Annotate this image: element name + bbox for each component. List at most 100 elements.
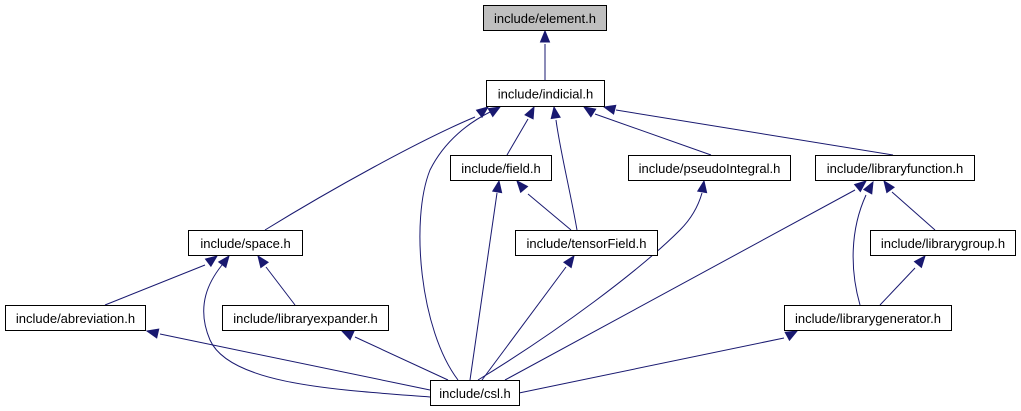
edge-line xyxy=(891,191,936,231)
edge-librarygroup-to-libraryfunction xyxy=(883,179,936,231)
node-label[interactable]: include/space.h xyxy=(200,236,290,251)
edge-line xyxy=(265,266,296,306)
node-label[interactable]: include/pseudoIntegral.h xyxy=(639,161,781,176)
node-box[interactable] xyxy=(784,305,952,331)
arrowhead-icon xyxy=(475,106,490,119)
edge-tensorField-to-field xyxy=(516,179,572,231)
node-label[interactable]: include/csl.h xyxy=(439,386,511,401)
node-element: include/element.h xyxy=(483,5,607,31)
node-label[interactable]: include/libraryfunction.h xyxy=(827,161,964,176)
node-label[interactable]: include/libraryexpander.h xyxy=(233,311,378,326)
edge-tensorField-to-indicial xyxy=(550,105,578,231)
edge-csl-to-pseudoIntegral xyxy=(477,179,708,381)
node-abreviation[interactable]: include/abreviation.h xyxy=(5,305,146,331)
node-label: include/element.h xyxy=(494,11,596,26)
edge-csl-to-space xyxy=(203,254,431,398)
node-box[interactable] xyxy=(815,155,975,181)
node-label[interactable]: include/abreviation.h xyxy=(16,311,135,326)
edge-line xyxy=(354,336,449,381)
edge-abreviation-to-space xyxy=(104,255,219,306)
arrowhead-icon xyxy=(913,254,926,269)
node-box[interactable] xyxy=(5,305,146,331)
node-box[interactable] xyxy=(430,380,520,406)
node-space[interactable]: include/space.h xyxy=(188,230,303,256)
arrowhead-icon xyxy=(883,179,896,194)
node-box[interactable] xyxy=(486,80,605,107)
arrowhead-icon xyxy=(204,255,219,268)
node-label[interactable]: include/field.h xyxy=(461,161,541,176)
node-indicial[interactable]: include/indicial.h xyxy=(486,80,605,107)
node-box[interactable] xyxy=(188,230,303,256)
edge-line xyxy=(469,192,498,381)
arrowhead-icon xyxy=(217,254,230,269)
node-librarygenerator[interactable]: include/librarygenerator.h xyxy=(784,305,952,331)
edge-line xyxy=(481,266,567,381)
edge-line xyxy=(506,118,529,156)
arrowhead-icon xyxy=(602,104,617,115)
edge-libraryfunction-to-indicial xyxy=(602,104,894,156)
arrowhead-icon xyxy=(491,179,503,194)
node-tensorField[interactable]: include/tensorField.h xyxy=(515,230,658,256)
edge-librarygenerator-to-librarygroup xyxy=(879,254,926,306)
node-box xyxy=(483,5,607,31)
arrowhead-icon xyxy=(257,254,270,269)
edge-csl-to-librarygenerator xyxy=(518,330,799,394)
arrowhead-icon xyxy=(487,106,502,118)
arrowhead-icon xyxy=(862,180,874,195)
edge-csl-to-indicial xyxy=(419,106,502,381)
edge-pseudoIntegral-to-indicial xyxy=(582,106,712,156)
node-label[interactable]: include/librarygenerator.h xyxy=(795,311,941,326)
edge-csl-to-libraryexpander xyxy=(340,330,449,381)
arrowhead-icon xyxy=(784,330,799,342)
edge-line xyxy=(518,337,785,394)
edge-space-to-indicial xyxy=(264,106,490,231)
arrowhead-icon xyxy=(853,180,868,193)
edge-line xyxy=(477,192,703,381)
node-label[interactable]: include/tensorField.h xyxy=(527,236,647,251)
edge-line xyxy=(527,193,572,231)
edge-line xyxy=(555,119,578,231)
edge-line xyxy=(879,267,916,306)
arrowhead-icon xyxy=(340,330,355,341)
edge-line xyxy=(504,189,856,381)
edge-line xyxy=(852,194,867,306)
node-libraryexpander[interactable]: include/libraryexpander.h xyxy=(222,305,389,331)
node-box[interactable] xyxy=(515,230,658,256)
edge-librarygenerator-to-libraryfunction xyxy=(852,180,874,306)
arrowhead-icon xyxy=(696,179,708,194)
arrowhead-icon xyxy=(562,254,575,269)
node-label[interactable]: include/indicial.h xyxy=(498,87,593,102)
node-librarygroup[interactable]: include/librarygroup.h xyxy=(870,230,1016,256)
node-csl[interactable]: include/csl.h xyxy=(430,380,520,406)
edge-line xyxy=(104,264,206,306)
arrowhead-icon xyxy=(516,179,529,194)
edge-indicial-to-element xyxy=(539,29,551,80)
edge-line xyxy=(159,333,431,391)
node-box[interactable] xyxy=(222,305,389,331)
nodes-layer: include/element.h include/indicial.h inclu… xyxy=(5,5,1016,406)
edge-line xyxy=(203,264,431,398)
arrowhead-icon xyxy=(582,106,597,118)
edge-field-to-indicial xyxy=(506,105,535,156)
edges-layer xyxy=(104,29,936,398)
edge-libraryexpander-to-space xyxy=(257,254,296,306)
edge-csl-to-tensorField xyxy=(481,254,575,381)
node-pseudoIntegral[interactable]: include/pseudoIntegral.h xyxy=(628,155,791,181)
arrowhead-icon xyxy=(524,105,535,120)
edge-csl-to-libraryfunction xyxy=(504,180,868,381)
node-box[interactable] xyxy=(628,155,791,181)
arrowhead-icon xyxy=(145,328,160,339)
node-field[interactable]: include/field.h xyxy=(450,155,552,181)
edge-line xyxy=(594,113,712,156)
edge-csl-to-field xyxy=(469,179,503,381)
node-box[interactable] xyxy=(450,155,552,181)
arrowhead-icon xyxy=(539,29,551,43)
edge-line xyxy=(419,111,491,381)
node-box[interactable] xyxy=(870,230,1016,256)
edge-line xyxy=(264,116,476,231)
edge-csl-to-abreviation xyxy=(145,328,431,391)
node-label[interactable]: include/librarygroup.h xyxy=(881,236,1005,251)
node-libraryfunction[interactable]: include/libraryfunction.h xyxy=(815,155,975,181)
edge-line xyxy=(615,109,894,156)
